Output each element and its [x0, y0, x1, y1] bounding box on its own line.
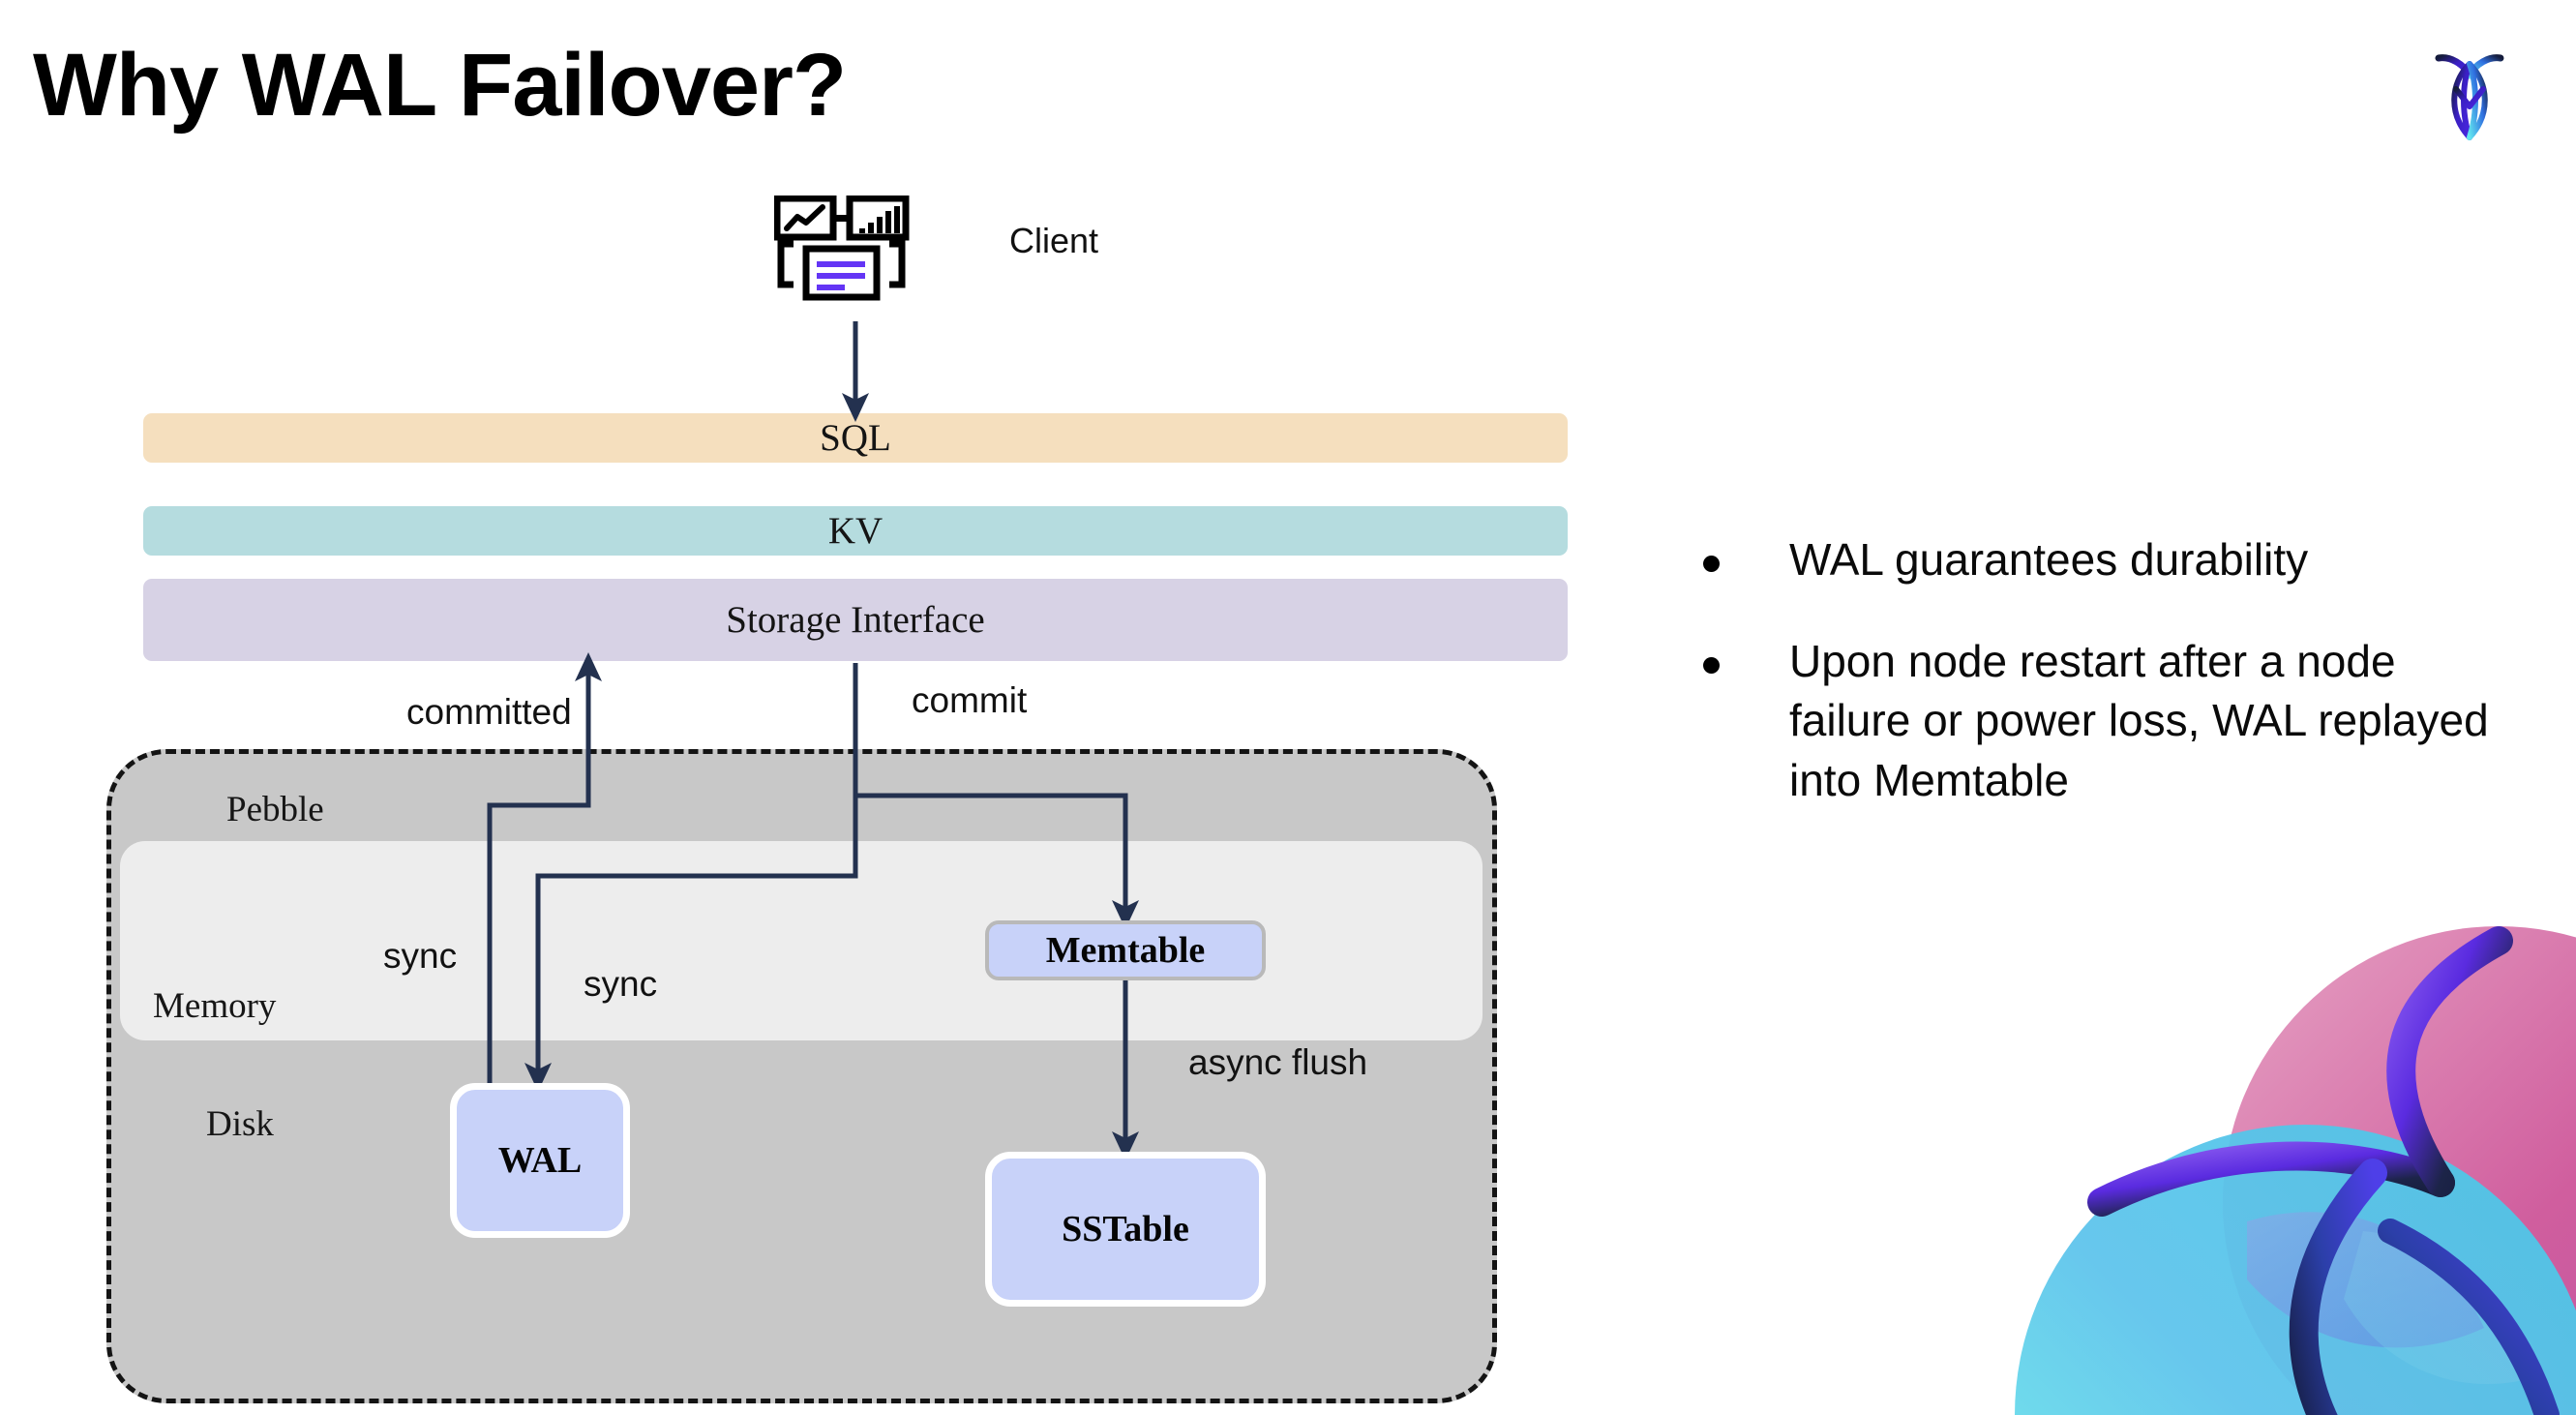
node-wal-label: WAL — [497, 1140, 583, 1181]
bullet-text: Upon node restart after a node failure o… — [1789, 636, 2489, 805]
node-memtable: Memtable — [985, 920, 1266, 980]
node-memtable-label: Memtable — [1045, 930, 1206, 971]
edge-label-sync-right: sync — [584, 964, 658, 1004]
memory-label: Memory — [153, 986, 277, 1026]
layer-bar-sql-label: SQL — [820, 417, 891, 459]
layer-bar-storage-interface-label: Storage Interface — [726, 599, 985, 641]
node-sstable-label: SSTable — [1062, 1209, 1189, 1249]
list-item: Upon node restart after a node failure o… — [1703, 632, 2516, 810]
page-title: Why WAL Failover? — [33, 36, 847, 135]
bullet-dot-icon — [1703, 657, 1720, 675]
decorative-logo-artwork — [1957, 912, 2576, 1415]
list-item: WAL guarantees durability — [1703, 530, 2516, 589]
memory-region — [120, 841, 1483, 1040]
client-dashboard-icon — [773, 195, 929, 321]
disk-label: Disk — [206, 1104, 274, 1144]
bullet-text: WAL guarantees durability — [1789, 534, 2309, 585]
layer-bar-sql: SQL — [143, 413, 1568, 463]
layer-bar-kv-label: KV — [827, 510, 884, 552]
bullet-list: WAL guarantees durability Upon node rest… — [1703, 530, 2516, 853]
layer-bar-kv: KV — [143, 506, 1568, 556]
node-sstable: SSTable — [985, 1152, 1266, 1307]
node-wal: WAL — [450, 1083, 630, 1238]
layer-bar-storage-interface: Storage Interface — [143, 579, 1568, 661]
edge-label-committed: committed — [406, 692, 572, 732]
cockroachdb-logo — [2413, 37, 2526, 153]
pebble-label: Pebble — [226, 790, 324, 829]
edge-label-sync-left: sync — [383, 936, 458, 976]
bullet-dot-icon — [1703, 556, 1720, 572]
edge-label-commit: commit — [912, 680, 1028, 720]
client-label: Client — [1009, 221, 1099, 260]
edge-label-async-flush: async flush — [1188, 1042, 1368, 1082]
